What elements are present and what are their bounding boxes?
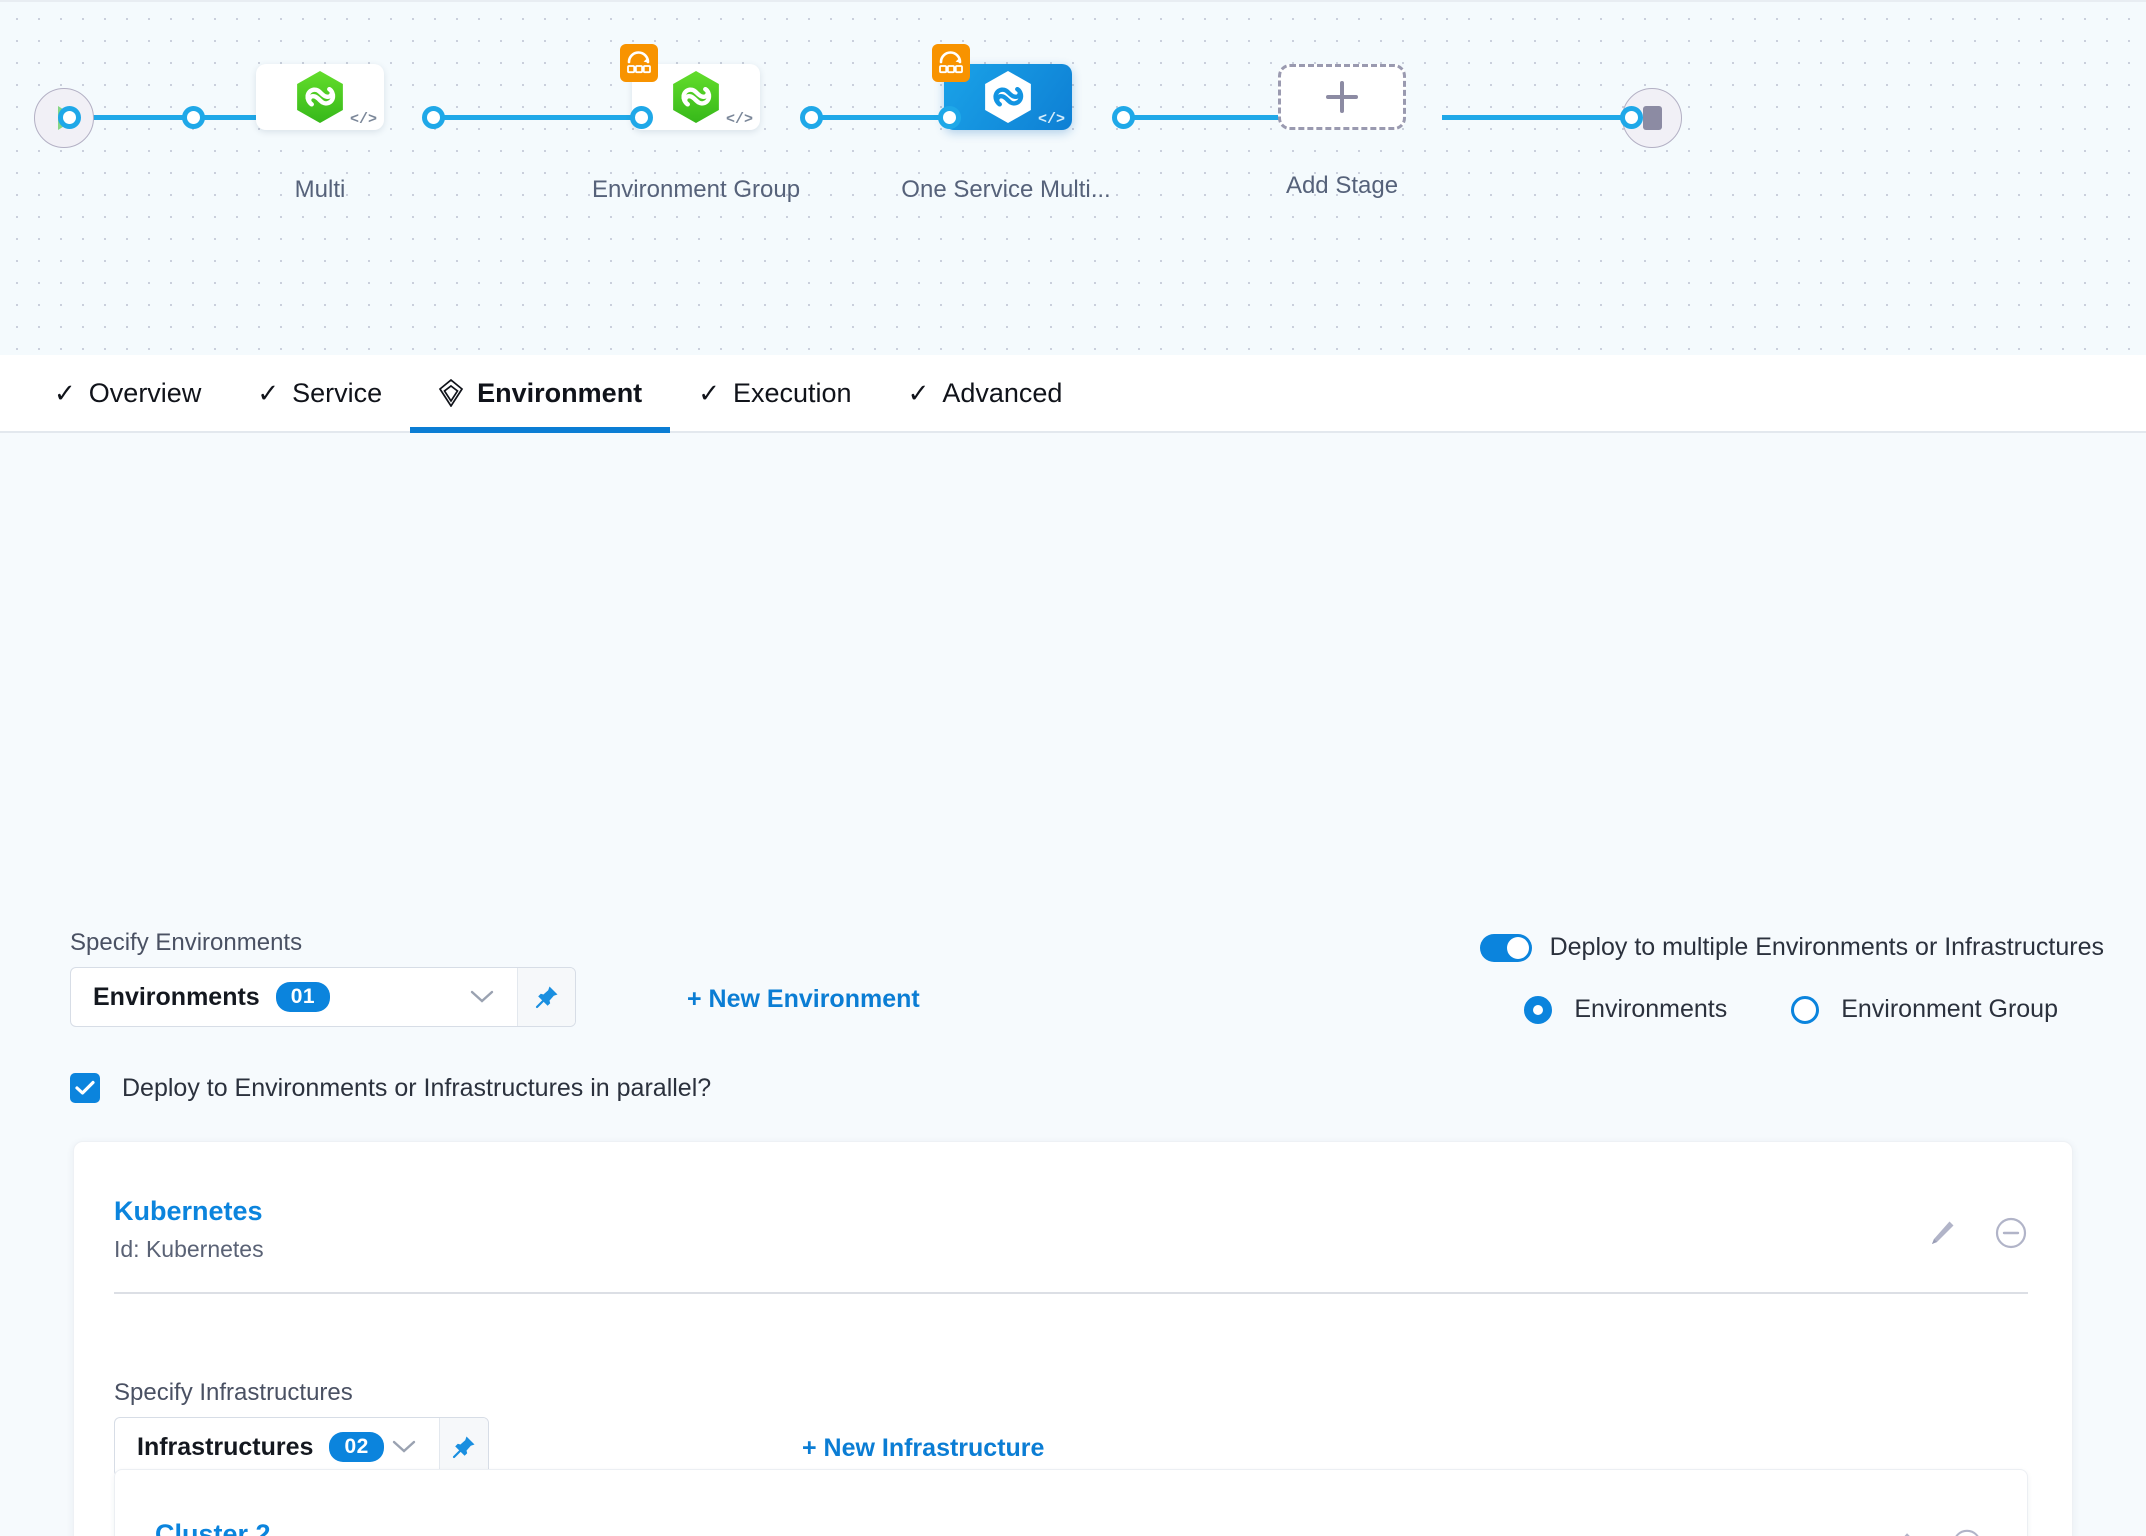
stage-label: Environment Group [591,176,801,203]
radio-option-environment-group[interactable]: Environment Group [1791,995,2058,1024]
connector-port [422,106,445,129]
radio-label: Environments [1574,995,1728,1023]
stop-icon [1642,106,1662,130]
connector-port [1112,106,1135,129]
connector-port [58,106,81,129]
card-divider [114,1292,2028,1294]
infrastructure-name-link[interactable]: Cluster 2 [155,1519,271,1536]
parallel-deploy-checkbox-row[interactable]: Deploy to Environments or Infrastructure… [70,1073,711,1103]
pipeline-stage-node[interactable]: </> [256,64,384,130]
checkbox-checked-icon[interactable] [70,1073,100,1103]
tab-label: Environment [477,377,643,408]
infrastructures-selector-name: Infrastructures [137,1432,314,1461]
layers-icon [439,379,464,407]
environments-selector-name: Environments [93,982,260,1011]
stage-code-icon[interactable]: </> [1037,111,1065,128]
radio-option-environments[interactable]: Environments [1524,995,1727,1024]
deploy-multiple-toggle[interactable] [1479,933,1532,962]
harness-hexagon-icon [297,71,343,123]
infrastructure-card-actions [1885,1528,1983,1536]
chevron-down-icon[interactable] [369,1418,439,1476]
environments-count-badge: 01 [275,982,331,1012]
connector-port [800,106,823,129]
add-stage-button[interactable] [1278,64,1406,130]
check-icon: ✓ [54,378,76,408]
parallel-deploy-label: Deploy to Environments or Infrastructure… [122,1073,712,1102]
radio-label: Environment Group [1841,995,2058,1023]
check-icon: ✓ [698,378,720,408]
environment-card: Kubernetes Id: Kubernetes Specify Infras… [73,1141,2073,1536]
pin-icon[interactable] [517,968,575,1026]
matrix-strategy-icon [932,44,970,82]
toggle-knob [1506,936,1529,959]
infrastructures-selector[interactable]: Infrastructures 02 [114,1417,489,1477]
stage-label: Multi [294,176,346,203]
connector-wire [810,115,1020,120]
stage-config-tabbar: ✓ Overview ✓ Service Environment ✓ Execu… [0,355,2146,433]
environment-card-header: Kubernetes Id: Kubernetes [114,1196,264,1263]
tab-environment[interactable]: Environment [410,355,671,433]
infrastructure-card-header: Cluster 2 Id: Cluster_2 [155,1519,285,1536]
add-stage-label: Add Stage [1285,172,1399,199]
stage-code-icon[interactable]: </> [725,111,753,128]
stage-code-icon[interactable]: </> [349,111,377,128]
tab-label: Advanced [942,377,1063,408]
radio-icon [1791,995,1820,1024]
environment-card-actions [1926,1216,2028,1250]
connector-wire [66,115,266,120]
deploy-multiple-toggle-label: Deploy to multiple Environments or Infra… [1549,933,2104,961]
infrastructures-count-badge: 02 [329,1432,384,1462]
tab-advanced[interactable]: ✓ Advanced [880,355,1091,431]
new-infrastructure-link[interactable]: + New Infrastructure [802,1434,1045,1462]
environment-id-text: Id: Kubernetes [114,1236,264,1262]
plus-icon [1326,95,1358,99]
pipeline-canvas[interactable]: </> Multi </> Environment Group [0,0,2146,355]
tab-overview[interactable]: ✓ Overview [26,355,229,431]
harness-hexagon-icon [985,71,1031,123]
minus-circle-icon[interactable] [1951,1528,1983,1536]
pencil-icon[interactable] [1926,1217,1958,1249]
environments-selector-field[interactable]: Environments 01 [71,968,352,1026]
new-environment-link[interactable]: + New Environment [687,985,920,1013]
matrix-strategy-icon [620,44,658,82]
radio-icon-selected [1524,995,1553,1024]
pipeline-stage-node-selected[interactable]: </> [932,44,1072,130]
minus-circle-icon[interactable] [1994,1216,2028,1250]
tab-service[interactable]: ✓ Service [229,355,410,431]
specify-environments-heading: Specify Environments [70,929,303,956]
pin-icon[interactable] [438,1418,488,1476]
connector-port [182,106,205,129]
tab-label: Overview [88,377,202,408]
deploy-scope-radio-group: Environments Environment Group [1524,995,2058,1024]
connector-wire [1442,115,1632,120]
connector-port [1620,106,1643,129]
chevron-down-icon[interactable] [447,968,517,1026]
specify-infrastructures-heading: Specify Infrastructures [114,1379,353,1406]
environments-selector[interactable]: Environments 01 [70,967,576,1027]
connector-port [630,106,653,129]
check-icon: ✓ [907,378,930,408]
pipeline-stage-node[interactable]: </> [620,44,760,130]
pencil-icon[interactable] [1885,1529,1915,1536]
infrastructures-selector-field[interactable]: Infrastructures 02 [115,1418,384,1476]
check-icon: ✓ [257,378,280,408]
environment-name-link[interactable]: Kubernetes [114,1196,263,1226]
connector-wire [1122,115,1282,120]
harness-hexagon-icon [673,71,719,123]
connector-wire [432,115,642,120]
tab-label: Service [292,377,383,408]
connector-port [938,106,961,129]
tab-label: Execution [732,377,852,408]
deploy-multiple-toggle-row: Deploy to multiple Environments or Infra… [1479,933,2104,962]
environment-tab-panel: Specify Environments Environments 01 + N… [0,433,2146,1536]
infrastructure-card: Cluster 2 Id: Cluster_2 [114,1469,2028,1536]
stage-label: One Service Multi... [901,176,1111,203]
tab-execution[interactable]: ✓ Execution [670,355,879,431]
